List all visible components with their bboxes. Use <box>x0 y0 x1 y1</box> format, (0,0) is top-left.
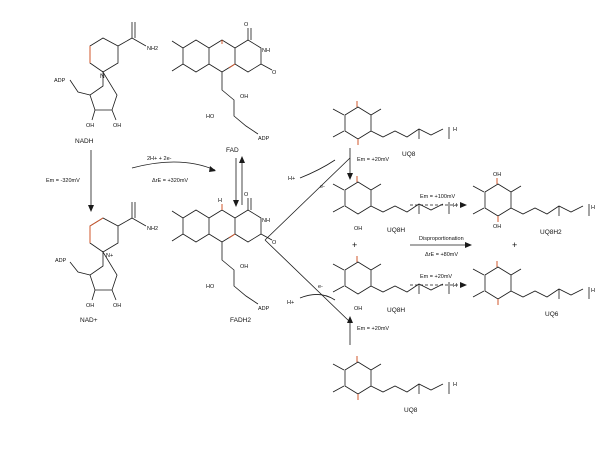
fadh2-oh: OH <box>240 264 248 270</box>
uq8h2-structure <box>472 178 590 222</box>
fad-nh: NH <box>262 48 270 54</box>
uq8h-a-name: UQ8H <box>387 227 405 234</box>
nadh-oh1: OH <box>86 123 94 129</box>
branch-down-line <box>264 239 351 323</box>
uq8h2-potential: Em = +100mV <box>420 194 455 200</box>
branch-up-line <box>264 157 351 241</box>
nad-name: NAD+ <box>80 317 98 324</box>
uq8h-a-h: H <box>453 203 457 209</box>
e-top: e- <box>320 184 325 190</box>
electron-arrow <box>131 161 216 171</box>
fadh2-adp: ADP <box>258 306 270 312</box>
nad-adp: ADP <box>55 258 67 264</box>
uq8-top-h: H <box>453 127 457 133</box>
nad-oh1: OH <box>86 303 94 309</box>
fad-ho: HO <box>206 114 215 120</box>
fadh2-ho: HO <box>206 284 215 290</box>
fad-name: FAD <box>226 147 239 154</box>
uq6-structure <box>472 261 590 305</box>
nad-structure <box>69 202 147 301</box>
uq8-bottom-h: H <box>453 382 457 388</box>
fadh2-o1: O <box>244 192 249 198</box>
fad-adp: ADP <box>258 136 270 142</box>
plus-right: + <box>512 240 517 250</box>
fadh2-h1: H <box>218 198 222 204</box>
nadh-n-label: N <box>100 73 105 80</box>
uq8-top-name: UQ8 <box>402 151 416 158</box>
e-bottom: e- <box>318 284 323 290</box>
nad-oh2: OH <box>113 303 121 309</box>
uq8-bottom-structure <box>332 356 450 400</box>
uq6-potential: Em = +20mV <box>420 274 452 280</box>
fad-o1: O <box>244 22 249 28</box>
uq8h2-h: H <box>591 205 595 211</box>
uq6-name: UQ6 <box>545 311 559 318</box>
plus-mid: + <box>352 240 357 250</box>
fad-oh: OH <box>240 94 248 100</box>
uq8h-a-structure <box>332 176 450 215</box>
uq8h-b-name: UQ8H <box>387 307 405 314</box>
uq8h-b-structure <box>332 256 450 295</box>
h-plus-top-arrow <box>299 159 336 179</box>
uq8-top-structure <box>332 101 450 145</box>
fadh2-structure <box>171 198 273 305</box>
disproportionation-label: Disproportionation <box>419 236 464 242</box>
top-potential: Em = +20mV <box>357 157 389 163</box>
nadh-name: NADH <box>75 138 94 145</box>
nadh-potential: Em = -320mV <box>46 178 80 184</box>
h-plus-bottom: H+ <box>287 300 294 306</box>
uq8h2-oh-bottom: OH <box>493 224 501 230</box>
electrons-label: 2H+ + 2e- <box>147 156 172 162</box>
uq8h-b-oh: OH <box>354 306 362 312</box>
fadh2-nh: NH <box>262 218 270 224</box>
bottom-potential: Em = +20mV <box>357 326 389 332</box>
delta-potential: ΔrE = +320mV <box>152 178 188 184</box>
fadh2-name: FADH2 <box>230 317 251 324</box>
uq6-h: H <box>591 288 595 294</box>
uq8h-a-oh: OH <box>354 226 362 232</box>
fadh2-o2: O <box>272 240 277 246</box>
nadh-adp: ADP <box>54 78 66 84</box>
uq8h-b-h: H <box>453 283 457 289</box>
disp-potential: ΔrE = +80mV <box>425 252 458 258</box>
uq8h2-name: UQ8H2 <box>540 229 562 236</box>
nad-nh2: NH2 <box>147 226 158 232</box>
fad-o2: O <box>272 70 277 76</box>
nadh-oh2: OH <box>113 123 121 129</box>
fad-structure <box>171 28 273 135</box>
h-plus-bottom-arrow <box>299 294 336 301</box>
nad-nplus: N+ <box>106 253 113 259</box>
h-plus-top: H+ <box>288 176 295 182</box>
uq8h2-oh-top: OH <box>493 172 501 178</box>
nadh-structure <box>69 22 147 121</box>
uq8-bottom-name: UQ8 <box>404 407 418 414</box>
nadh-nh2: NH2 <box>147 46 158 52</box>
